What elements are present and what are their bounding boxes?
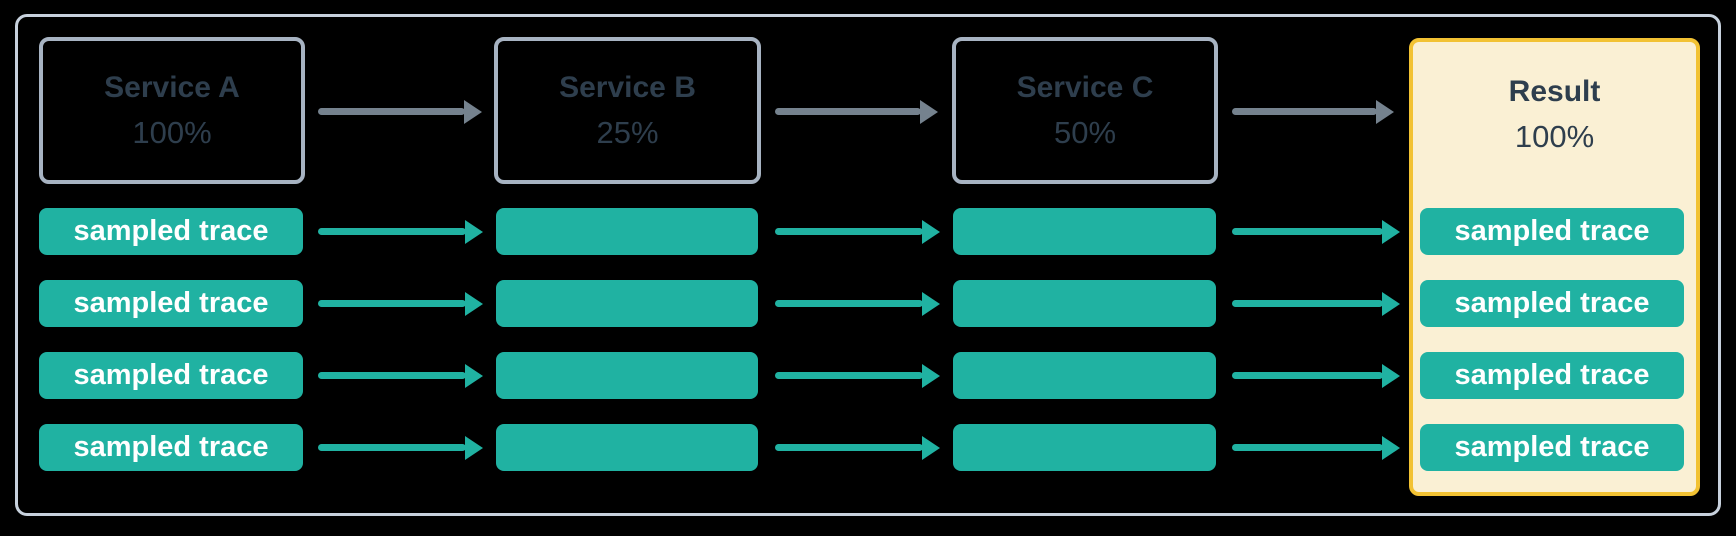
trace-flow-arrow-icon <box>318 300 466 307</box>
service-flow-arrow-icon <box>1232 108 1377 115</box>
sampled-trace-label: sampled trace <box>73 215 269 247</box>
service-flow-arrow-icon <box>775 108 921 115</box>
service-b-name: Service B <box>559 70 696 104</box>
trace-flow-arrow-icon <box>775 300 923 307</box>
trace-flow-arrow-icon <box>1232 300 1383 307</box>
result-title: Result <box>1508 74 1601 108</box>
diagram-frame <box>15 14 1721 516</box>
sampled-trace-label: sampled trace <box>1454 287 1650 319</box>
service-c-name: Service C <box>1016 70 1154 104</box>
sampled-trace-label: sampled trace <box>1454 215 1650 247</box>
trace-flow-arrow-icon <box>1232 372 1383 379</box>
sampled-trace-label: sampled trace <box>73 287 269 319</box>
sampled-trace-label: sampled trace <box>73 359 269 391</box>
result-header: Result 100% <box>1413 42 1696 187</box>
result-sampling-rate: 100% <box>1514 118 1595 154</box>
trace-flow-arrow-icon <box>318 372 466 379</box>
trace-bar-unlabeled <box>953 280 1216 327</box>
trace-bar-unlabeled <box>496 352 758 399</box>
trace-flow-arrow-icon <box>775 372 923 379</box>
sampled-trace-bar: sampled trace <box>1420 352 1684 399</box>
service-flow-arrow-icon <box>318 108 465 115</box>
result-box: Result 100% <box>1409 38 1700 496</box>
service-b-sampling-rate: 25% <box>596 114 659 150</box>
sampled-trace-bar: sampled trace <box>39 208 303 255</box>
sampled-trace-bar: sampled trace <box>39 424 303 471</box>
trace-flow-arrow-icon <box>318 444 466 451</box>
trace-flow-arrow-icon <box>1232 228 1383 235</box>
service-b-box: Service B 25% <box>494 37 761 184</box>
sampled-trace-bar: sampled trace <box>1420 208 1684 255</box>
sampled-trace-label: sampled trace <box>73 431 269 463</box>
service-a-name: Service A <box>104 70 240 104</box>
trace-bar-unlabeled <box>496 208 758 255</box>
service-a-sampling-rate: 100% <box>132 114 212 150</box>
sampled-trace-bar: sampled trace <box>1420 424 1684 471</box>
sampled-trace-label: sampled trace <box>1454 359 1650 391</box>
trace-bar-unlabeled <box>953 352 1216 399</box>
trace-flow-arrow-icon <box>318 228 466 235</box>
trace-flow-arrow-icon <box>775 228 923 235</box>
sampled-trace-bar: sampled trace <box>1420 280 1684 327</box>
trace-bar-unlabeled <box>953 208 1216 255</box>
trace-flow-arrow-icon <box>1232 444 1383 451</box>
service-c-box: Service C 50% <box>952 37 1218 184</box>
sampled-trace-bar: sampled trace <box>39 352 303 399</box>
trace-flow-arrow-icon <box>775 444 923 451</box>
sampled-trace-bar: sampled trace <box>39 280 303 327</box>
sampled-trace-label: sampled trace <box>1454 431 1650 463</box>
trace-bar-unlabeled <box>496 424 758 471</box>
service-c-sampling-rate: 50% <box>1053 114 1117 150</box>
trace-bar-unlabeled <box>496 280 758 327</box>
trace-bar-unlabeled <box>953 424 1216 471</box>
service-a-box: Service A 100% <box>39 37 305 184</box>
